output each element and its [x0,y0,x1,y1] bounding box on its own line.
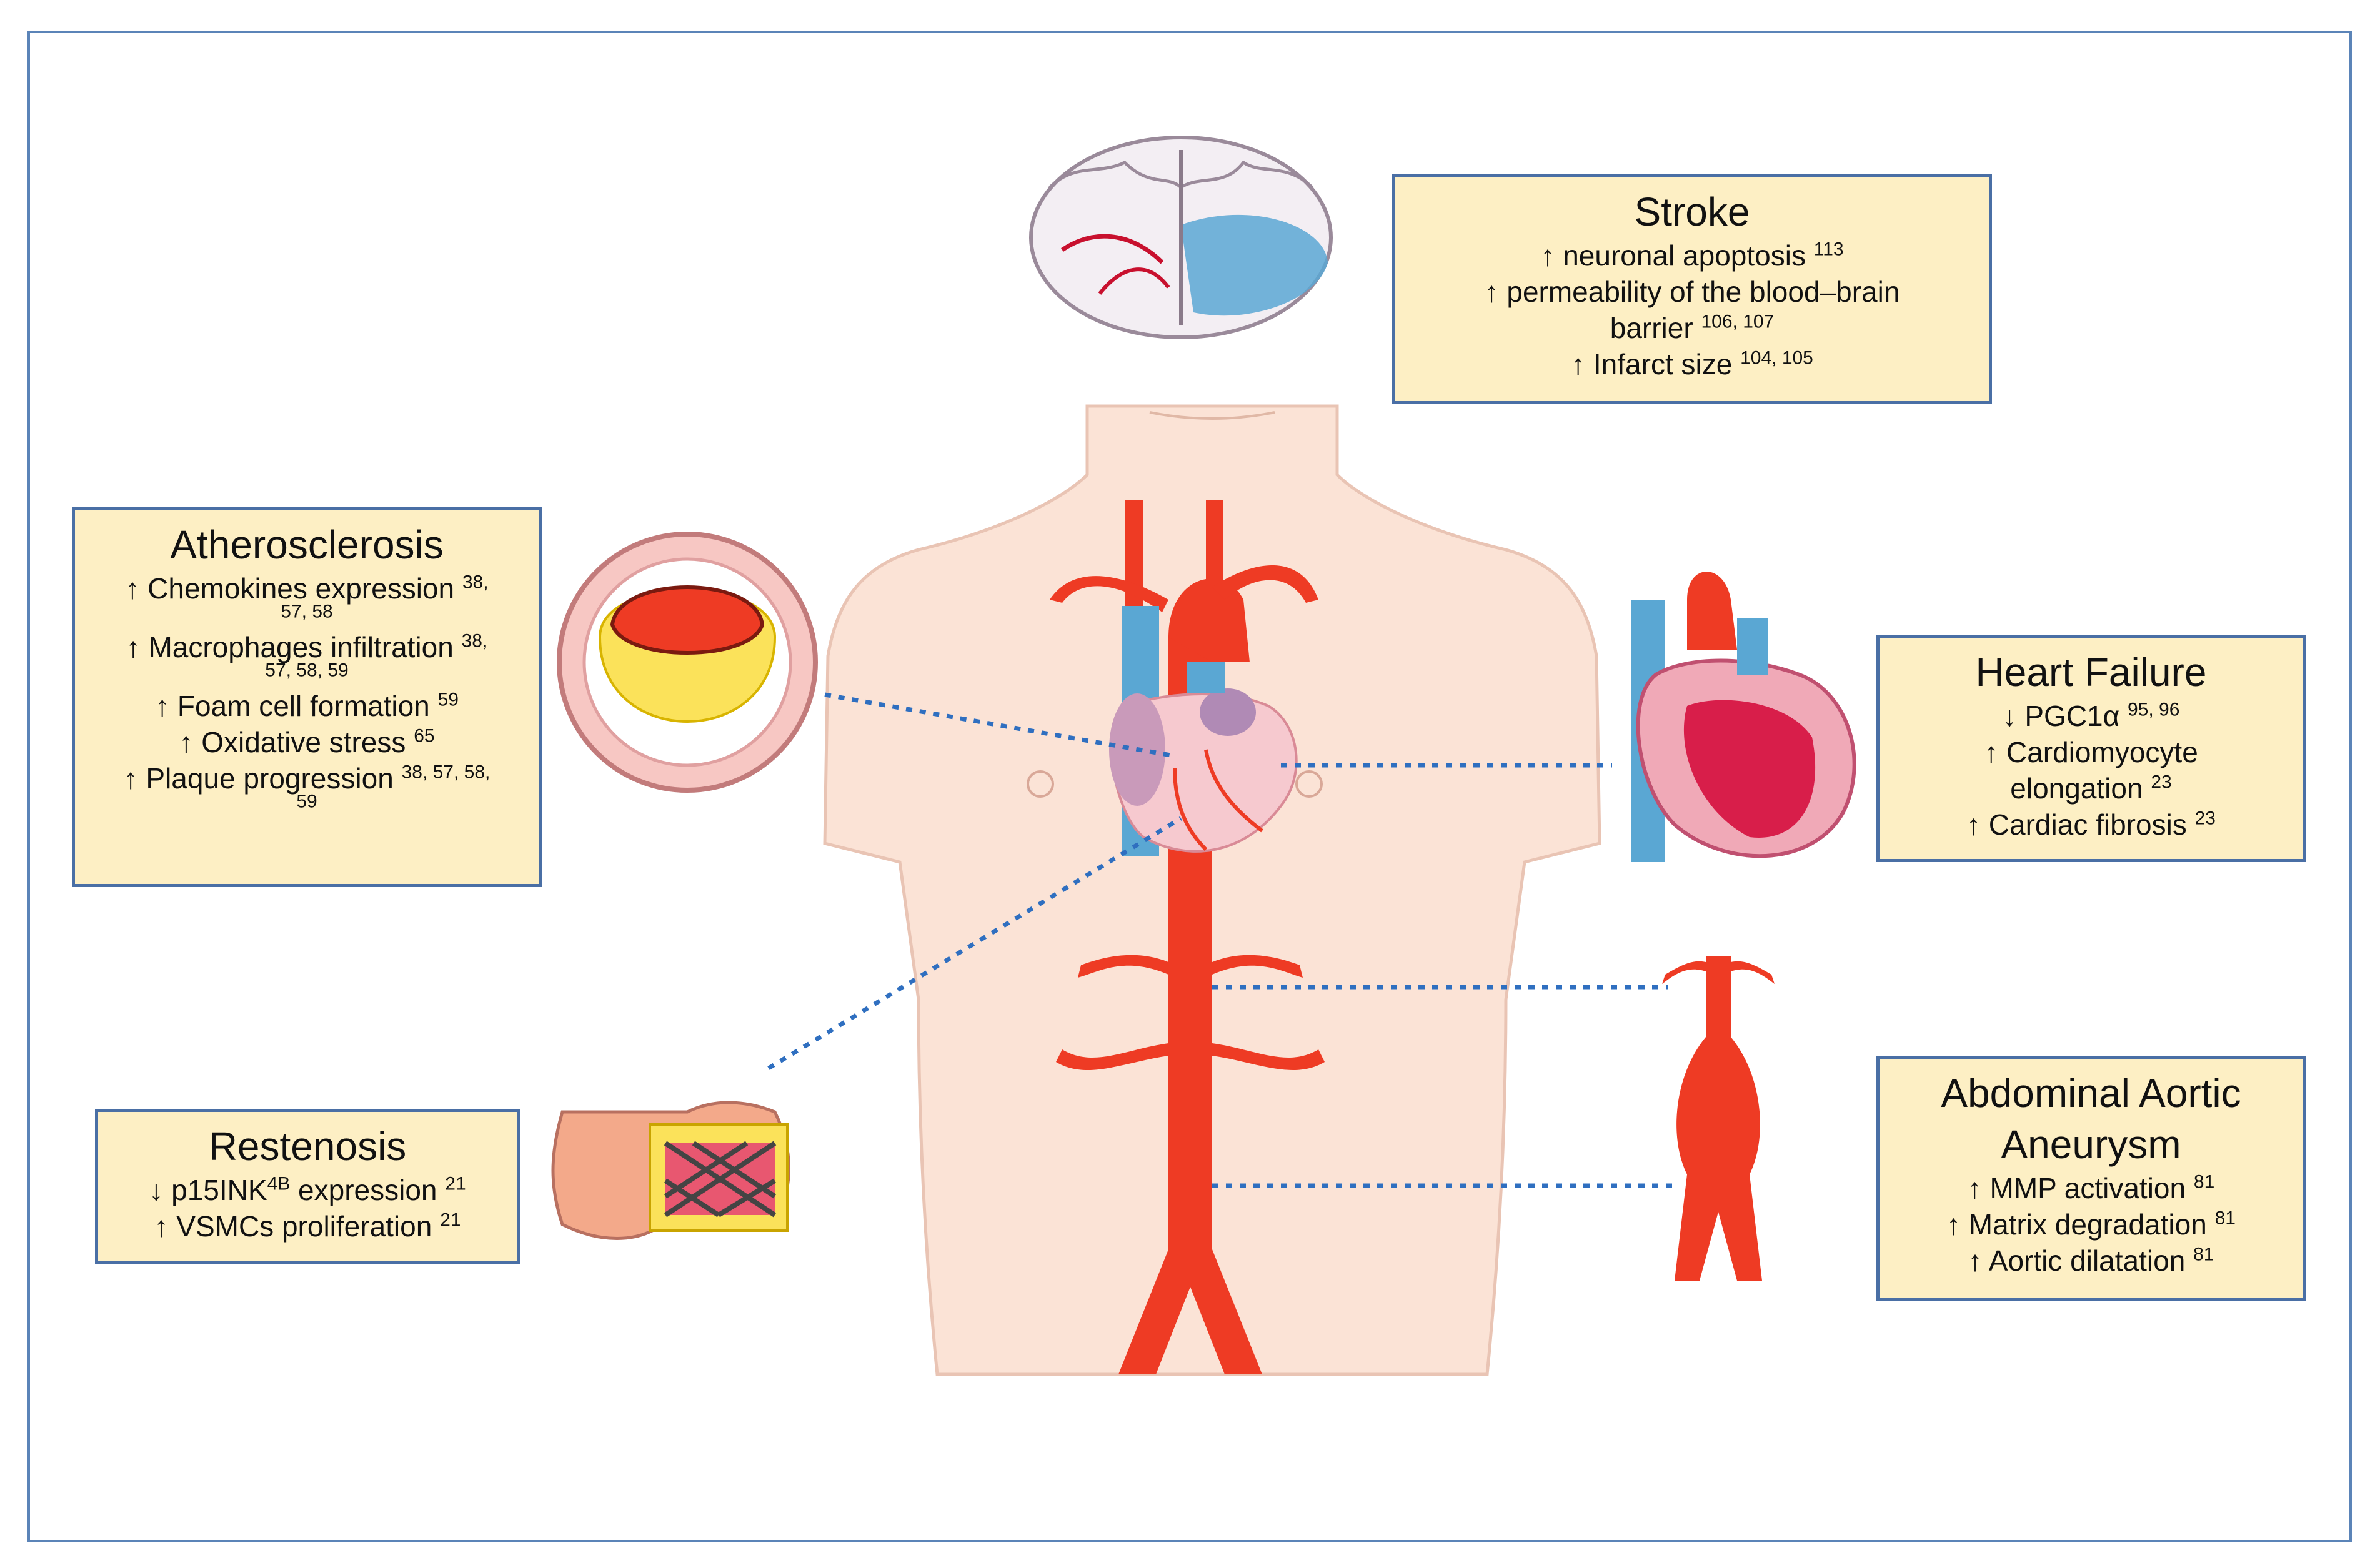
hf-line-2: ↑ Cardiomyocyte [1984,736,2198,768]
stroke-title: Stroke [1634,189,1750,234]
stroke-line-4: ↑ Infarct size 104, 105 [1571,347,1813,380]
restenosis-title: Restenosis [208,1124,407,1169]
restenosis-line-1: ↓ p15INK4B expression 21 [149,1173,466,1206]
athero-line-1: ↑ Chemokines expression 38, [125,572,489,605]
hf-line-3: elongation 23 [2010,772,2172,805]
atherosclerosis-title: Atherosclerosis [170,522,444,567]
athero-line-3: ↑ Foam cell formation 59 [155,689,459,722]
stroke-line-1: ↑ neuronal apoptosis 113 [1540,239,1844,272]
figure-frame [27,31,2352,1542]
hf-line-1: ↓ PGC1α 95, 96 [2002,699,2180,732]
stent-vessel-illustration [551,1101,790,1240]
aaa-line-2: ↑ Matrix degradation 81 [1946,1208,2236,1241]
aaa-line-3: ↑ Aortic dilatation 81 [1968,1244,2214,1277]
nipple-right [1295,770,1323,798]
aaa-line-1: ↑ MMP activation 81 [1967,1171,2215,1204]
heart-cross-section [1631,572,1856,862]
athero-line-5-refs: 59 [296,791,317,812]
neck-line [1149,411,1275,420]
athero-line-2-refs: 57, 58, 59 [265,660,349,681]
nipple-left [1027,770,1054,798]
abdominal-aortic-aneurysm [1662,956,1775,1281]
atherosclerotic-plaque-cross-section [557,532,818,793]
stroke-line-2: ↑ permeability of the blood–brain [1484,275,1900,308]
atherosclerosis-box: Atherosclerosis ↑ Chemokines expression … [72,507,542,887]
stroke-box: Stroke ↑ neuronal apoptosis 113 ↑ permea… [1392,174,1992,404]
athero-line-2: ↑ Macrophages infiltration 38, [126,630,488,663]
athero-line-1-refs: 57, 58 [281,601,333,622]
connector-lines [767,692,1675,1188]
aaa-box: Abdominal Aortic Aneurysm ↑ MMP activati… [1876,1056,2306,1301]
heart-failure-box: Heart Failure ↓ PGC1α 95, 96 ↑ Cardiomyo… [1876,635,2306,862]
hf-line-4: ↑ Cardiac fibrosis 23 [1966,808,2216,841]
restenosis-line-2: ↑ VSMCs proliferation 21 [154,1209,461,1243]
aaa-title-2: Aneurysm [2001,1122,2181,1167]
brain-section [1029,136,1333,339]
restenosis-box: Restenosis ↓ p15INK4B expression 21 ↑ VS… [95,1109,520,1264]
stroke-line-3: barrier 106, 107 [1610,311,1775,344]
aaa-title-1: Abdominal Aortic [1941,1071,2241,1116]
athero-line-5: ↑ Plaque progression 38, 57, 58, [123,762,490,795]
athero-line-4: ↑ Oxidative stress 65 [179,725,435,758]
heart-failure-title: Heart Failure [1975,650,2207,695]
heart [1109,662,1298,853]
